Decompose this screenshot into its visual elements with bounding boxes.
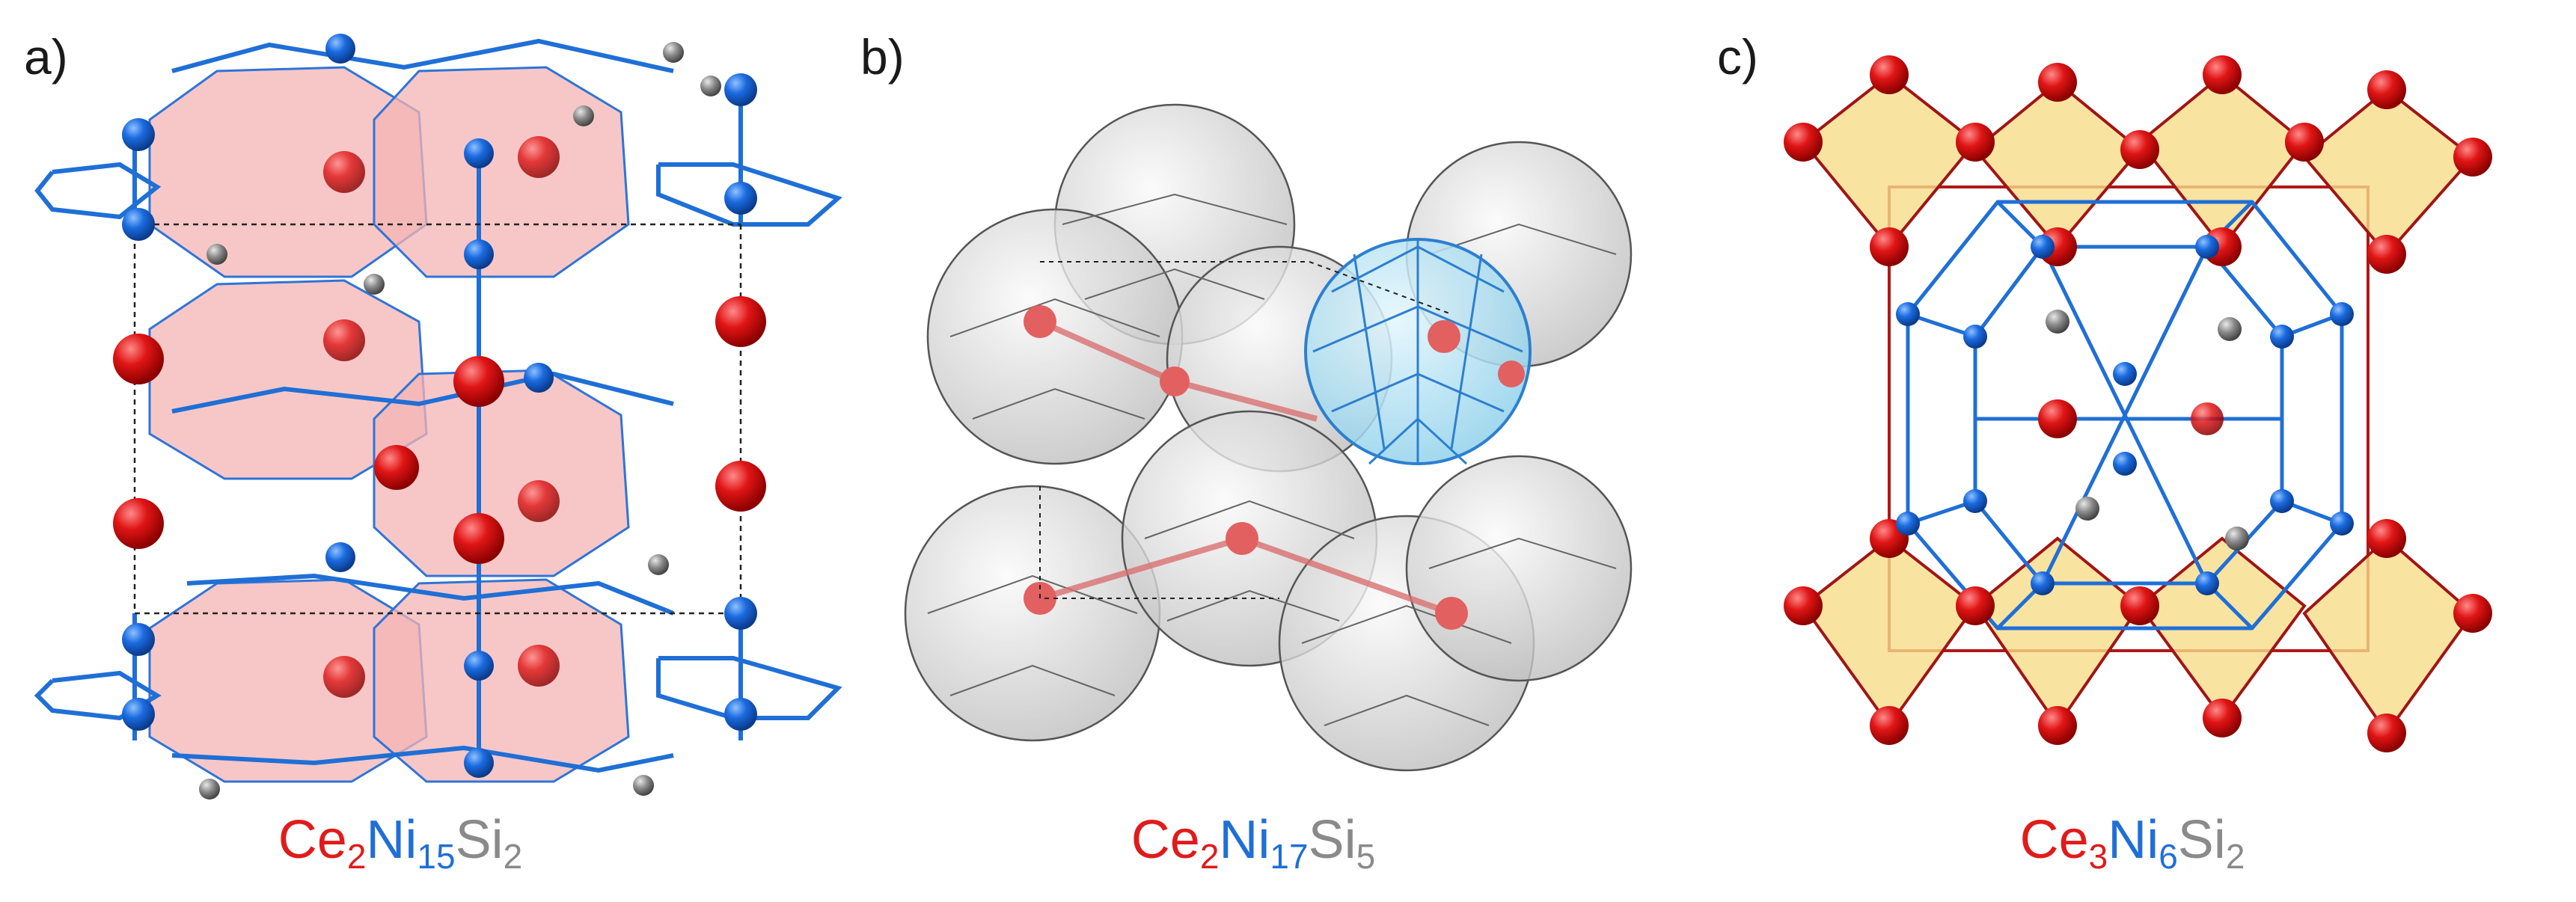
formula-c: Ce3Ni6Si2 — [2020, 809, 2245, 877]
formula-a-ni: Ni15 — [366, 810, 456, 876]
polyhedra-b — [904, 103, 1633, 772]
panel-b: b) — [860, 0, 1683, 902]
panel-label-b: b) — [860, 29, 905, 85]
ni-atoms-c — [1896, 235, 2354, 595]
ce-bonds-b — [1038, 319, 1453, 616]
formula-a: Ce2Ni15Si2 — [278, 809, 522, 877]
ce-atoms-c — [1784, 55, 2492, 752]
formula-c-ni: Ni6 — [2108, 810, 2178, 876]
si-atoms-a — [199, 42, 721, 800]
ni-framework-a — [34, 38, 842, 773]
ni-framework-c — [1906, 200, 2344, 631]
structure-b — [904, 103, 1633, 772]
ce-atoms-b — [1024, 305, 1525, 630]
ce-atoms-a — [113, 136, 766, 698]
formula-b-si: Si5 — [1308, 810, 1376, 876]
formula-b-ce: Ce2 — [1131, 810, 1220, 876]
structure-a — [34, 34, 842, 800]
formula-b-ni: Ni17 — [1219, 810, 1309, 876]
ni-atoms-a — [122, 34, 757, 778]
formula-a-ce: Ce2 — [278, 810, 367, 876]
octahedra-c — [1801, 73, 2475, 736]
panel-label-c: c) — [1717, 29, 1758, 85]
ce-polyhedra-a — [148, 66, 630, 783]
panel-a: a) — [0, 0, 860, 902]
panel-c: c) — [1683, 0, 2576, 902]
polyhedron-edges-b — [927, 193, 1617, 726]
structure-c — [1784, 55, 2492, 752]
formula-a-si: Si2 — [455, 810, 523, 876]
highlight-polyhedron-b — [1304, 238, 1532, 465]
formula-c-ce: Ce3 — [2019, 810, 2108, 876]
formula-b: Ce2Ni17Si5 — [1131, 809, 1375, 877]
formula-c-si: Si2 — [2177, 810, 2245, 876]
si-atoms-c — [2046, 310, 2249, 550]
panel-label-a: a) — [24, 29, 68, 85]
